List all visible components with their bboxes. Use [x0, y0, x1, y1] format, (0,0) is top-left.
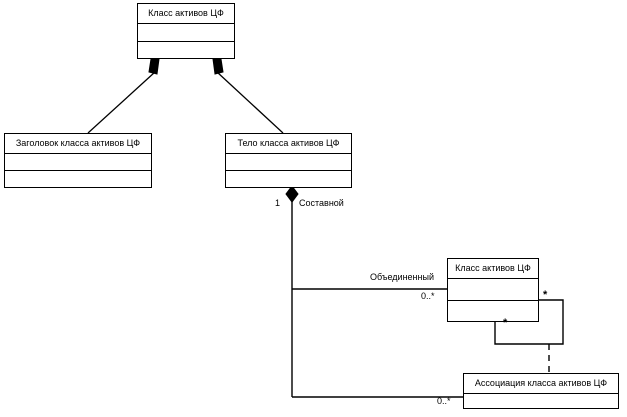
- composition-edge-header: [87, 58, 160, 134]
- class-attributes-compartment: [5, 154, 151, 171]
- class-attributes-compartment: [138, 24, 234, 42]
- class-box-asset-class-header[interactable]: Заголовок класса активов ЦФ: [4, 133, 152, 188]
- label-union-role: Объединенный: [370, 272, 434, 282]
- class-name-label: Ассоциация класса активов ЦФ: [474, 378, 608, 388]
- label-composite-role: Составной: [299, 198, 344, 208]
- class-box-asset-class-top[interactable]: Класс активов ЦФ: [137, 3, 235, 59]
- class-name-compartment: Заголовок класса активов ЦФ: [5, 134, 151, 154]
- self-association-loop: [494, 299, 564, 345]
- class-box-asset-class-body[interactable]: Тело класса активов ЦФ: [225, 133, 352, 188]
- class-name-compartment: Класс активов ЦФ: [448, 259, 538, 279]
- class-operations-compartment: [138, 42, 234, 59]
- label-right-lower-star: *: [503, 317, 508, 329]
- class-name-label: Класс активов ЦФ: [148, 8, 224, 18]
- label-union-multiplicity: 0..*: [421, 291, 435, 301]
- composition-edge-body: [212, 58, 284, 134]
- label-association-multiplicity: 0..*: [437, 396, 451, 406]
- class-box-asset-class-association[interactable]: Ассоциация класса активов ЦФ: [463, 373, 619, 409]
- class-operations-compartment: [5, 171, 151, 187]
- class-name-compartment: Класс активов ЦФ: [138, 4, 234, 24]
- class-attributes-compartment: [448, 279, 538, 301]
- class-attributes-compartment: [464, 394, 618, 408]
- class-name-label: Заголовок класса активов ЦФ: [15, 138, 141, 148]
- label-composite-multiplicity: 1: [275, 198, 281, 208]
- class-name-label: Тело класса активов ЦФ: [237, 138, 340, 148]
- class-name-compartment: Тело класса активов ЦФ: [226, 134, 351, 154]
- composition-edge-composite: [285, 185, 299, 397]
- label-right-upper-star: *: [543, 289, 548, 301]
- class-operations-compartment: [448, 301, 538, 322]
- class-operations-compartment: [226, 171, 351, 187]
- class-name-label: Класс активов ЦФ: [455, 263, 531, 273]
- class-box-asset-class-right[interactable]: Класс активов ЦФ: [447, 258, 539, 322]
- class-name-compartment: Ассоциация класса активов ЦФ: [464, 374, 618, 394]
- class-attributes-compartment: [226, 154, 351, 171]
